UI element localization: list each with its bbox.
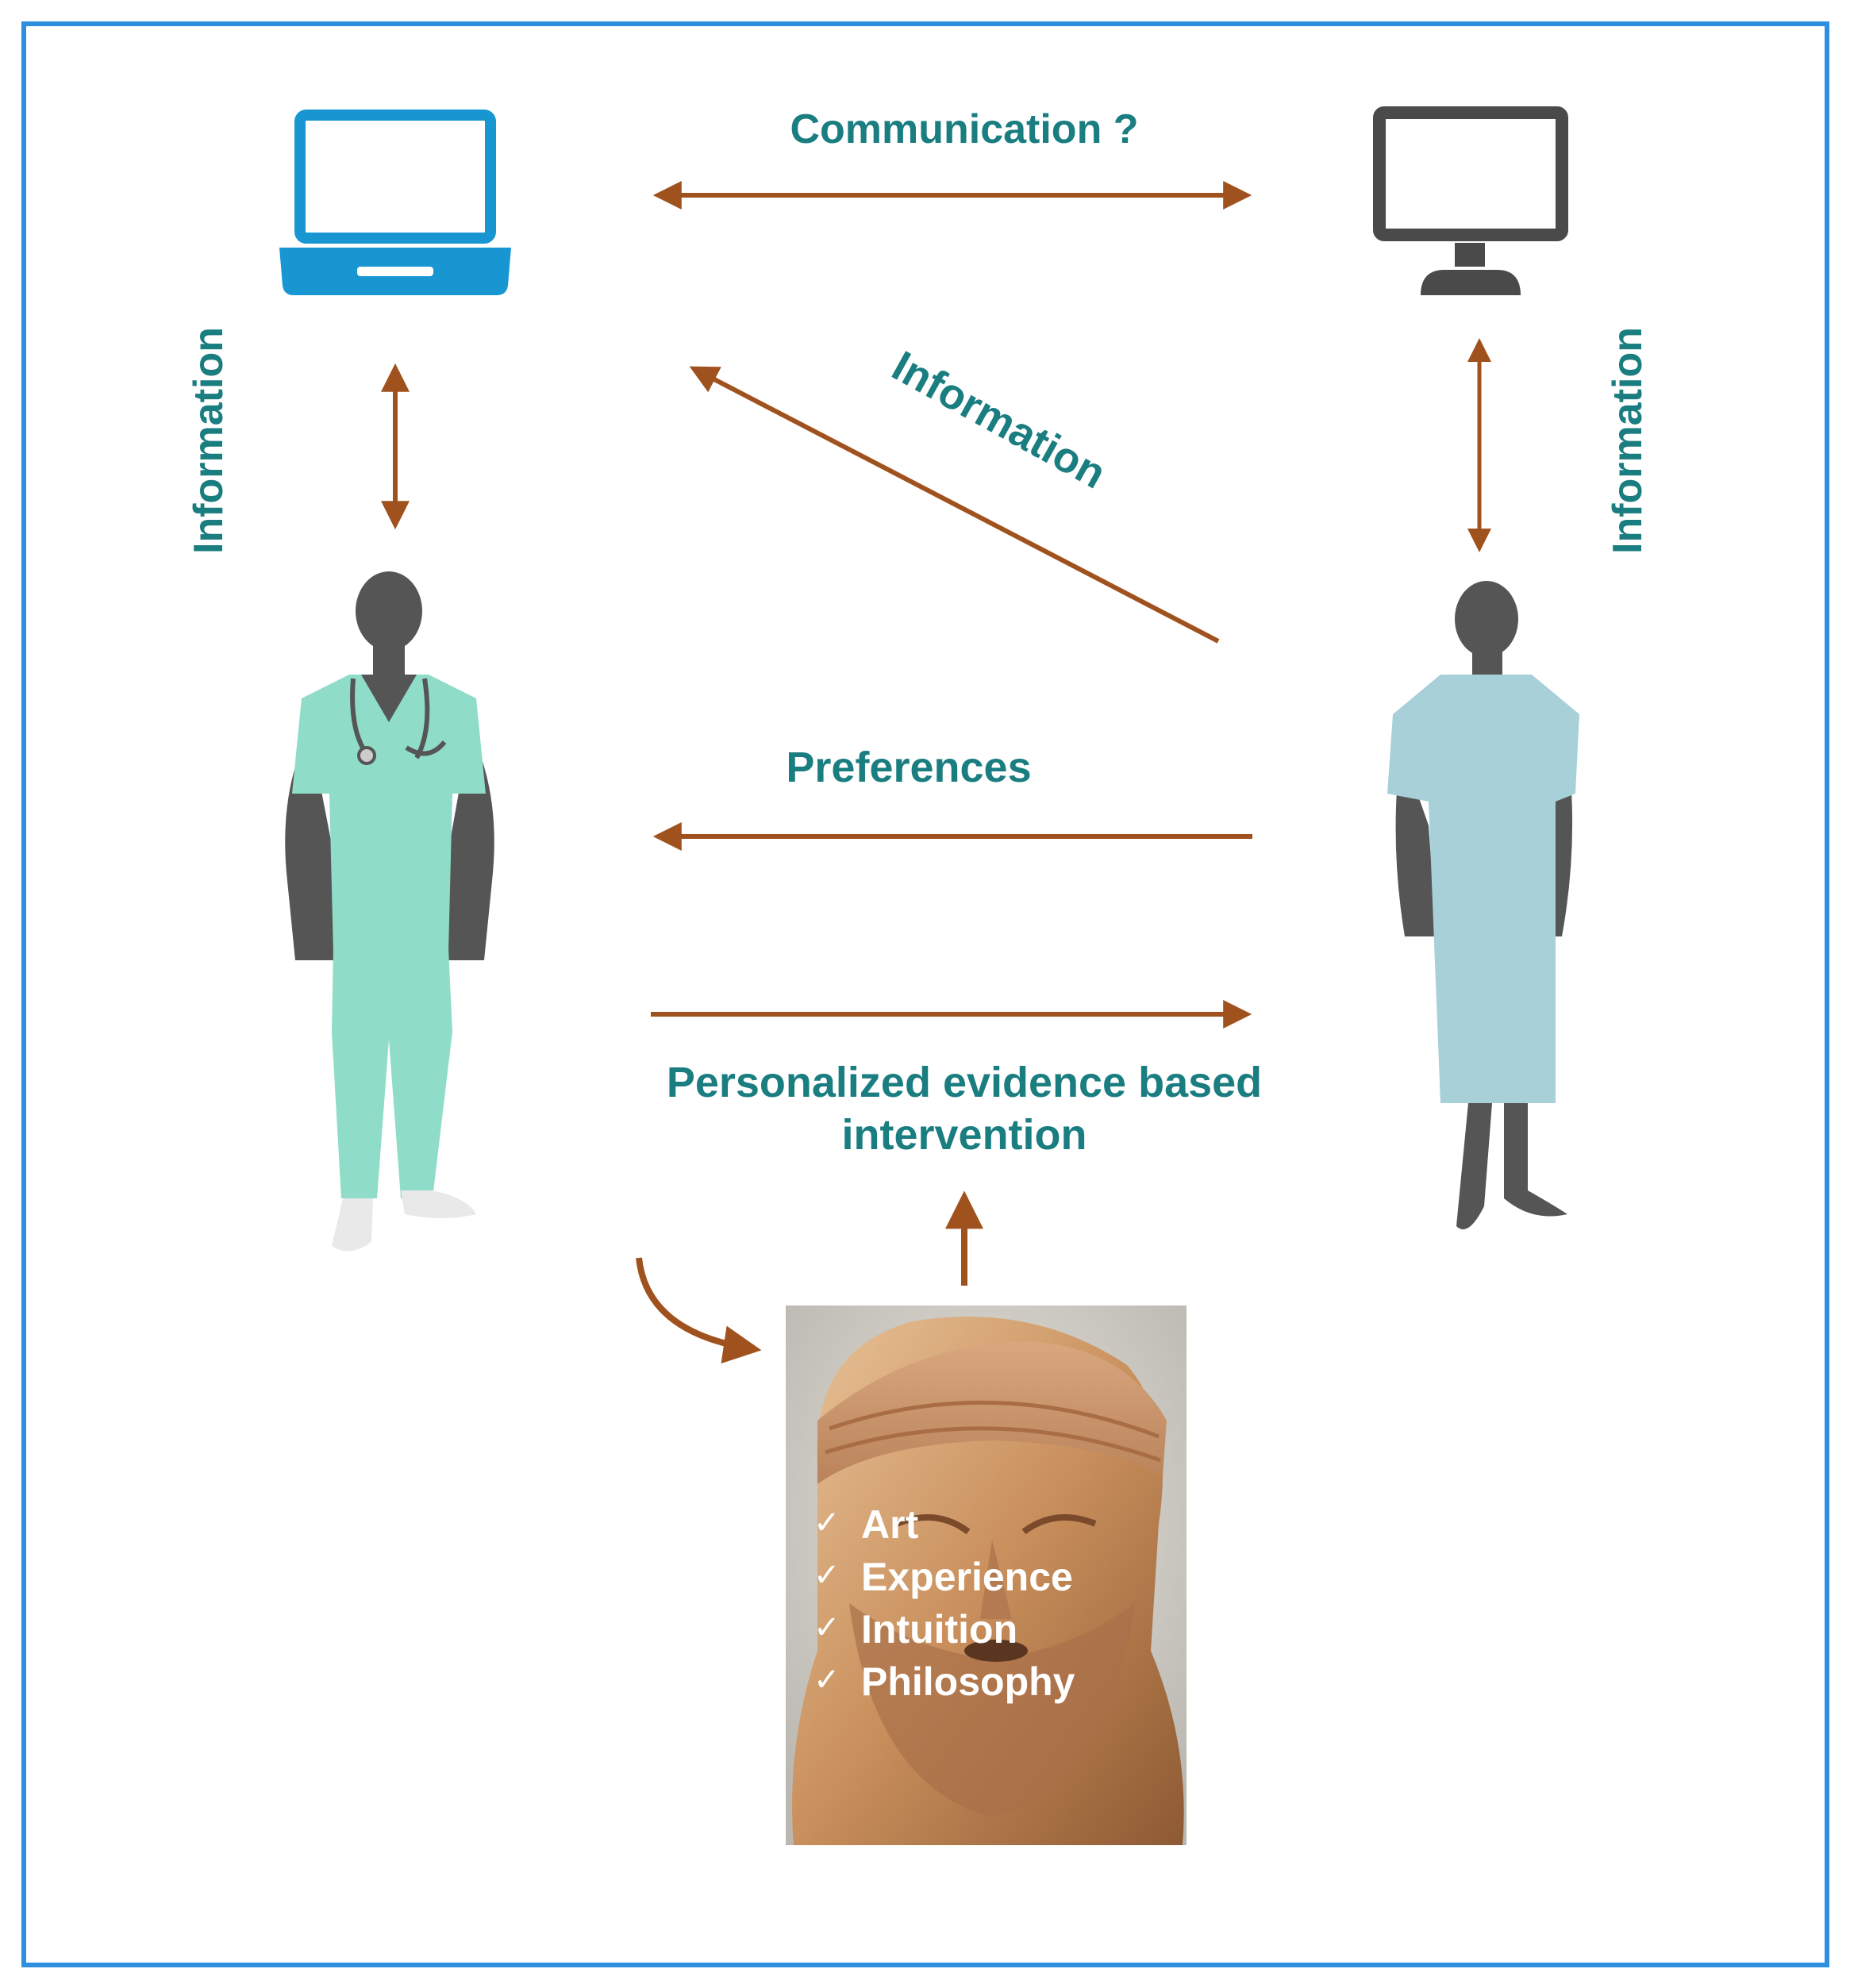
checklist-item: Intuition (861, 1607, 1017, 1652)
checklist-item: Experience (861, 1555, 1073, 1599)
philosopher-bust (786, 1305, 1187, 1845)
checklist-item: Art (861, 1502, 919, 1547)
info-diagonal-label: Information (884, 342, 1113, 498)
outer-frame (21, 21, 1829, 1967)
monitor-icon (1373, 106, 1568, 295)
patient-figure (1387, 581, 1579, 1230)
curved-arrow (636, 1257, 762, 1364)
check-icon: ✓ (813, 1557, 840, 1594)
doctor-figure (285, 571, 494, 1252)
check-icon: ✓ (813, 1505, 840, 1541)
laptop-icon (279, 110, 511, 295)
checklist: ✓ Art ✓ Experience ✓ Intuition ✓ Philoso… (813, 1502, 1075, 1704)
intervention-label-line2: intervention (841, 1111, 1087, 1159)
check-icon: ✓ (813, 1609, 840, 1646)
info-right-label: Information (1605, 327, 1651, 554)
communication-label: Communication ? (790, 106, 1138, 152)
check-icon: ✓ (813, 1662, 840, 1698)
preferences-label: Preferences (786, 744, 1031, 791)
info-left-label: Information (186, 327, 232, 554)
info-diagonal-arrow (689, 366, 1220, 644)
checklist-item: Philosophy (861, 1659, 1075, 1704)
intervention-label-line1: Personalized evidence based (667, 1059, 1262, 1106)
